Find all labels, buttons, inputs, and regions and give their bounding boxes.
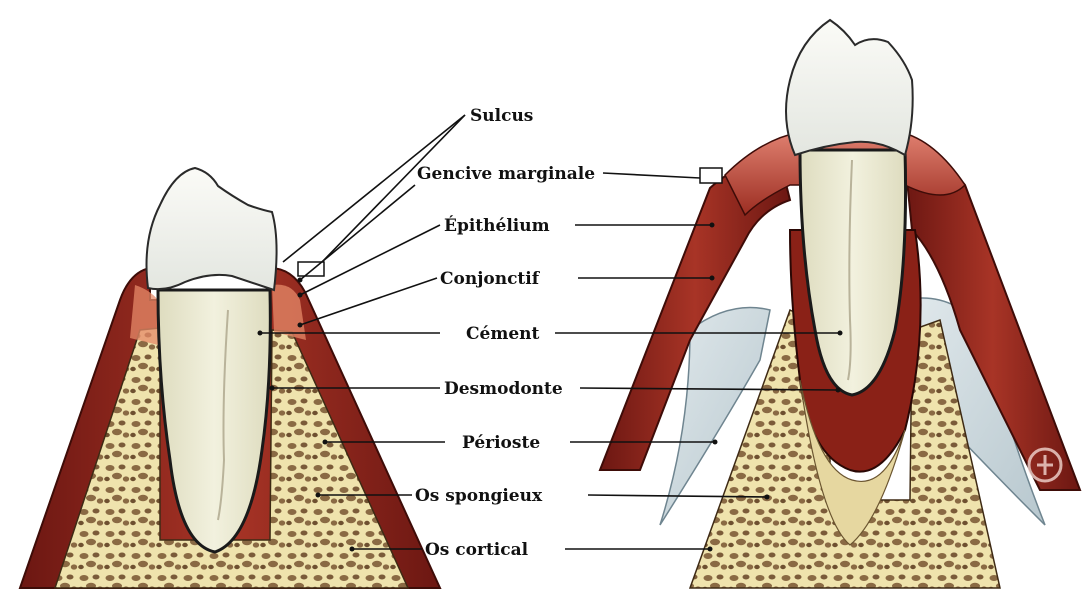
label-conjonctif: Conjonctif — [440, 269, 541, 289]
label-perioste: Périoste — [462, 433, 540, 453]
label-epithelium: Épithélium — [444, 215, 550, 236]
right-crown — [786, 20, 913, 155]
left-crown — [147, 168, 277, 290]
sulcus-leader-a — [283, 115, 465, 262]
left-tooth-section — [20, 168, 440, 588]
label-gencive-marginale: Gencive marginale — [417, 164, 595, 184]
label-desmodonte: Desmodonte — [444, 379, 563, 399]
label-os-cortical: Os cortical — [425, 540, 529, 560]
label-sulcus: Sulcus — [470, 106, 533, 126]
label-cement: Cément — [466, 324, 540, 344]
right-tooth-section — [600, 20, 1080, 588]
sulcus-leader-b — [322, 115, 465, 262]
gencive-leader — [603, 173, 700, 178]
label-os-spongieux: Os spongieux — [415, 486, 543, 506]
marginal-gingiva-bracket — [700, 168, 722, 183]
left-connective-tissue — [130, 285, 158, 345]
